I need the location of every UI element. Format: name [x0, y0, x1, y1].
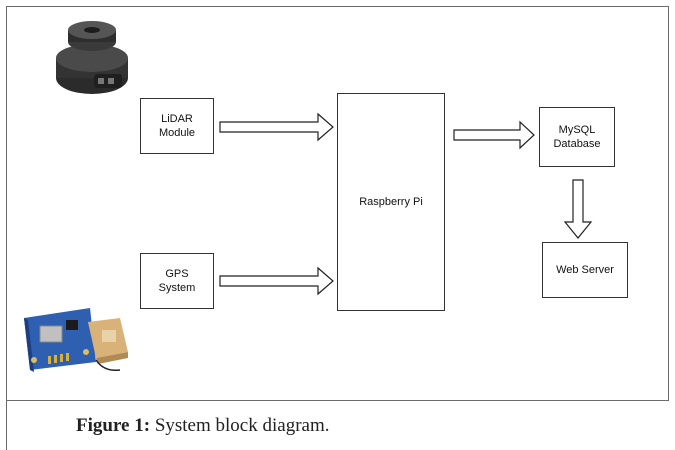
figure-caption-label: Figure 1: — [76, 415, 151, 436]
arrow-gps-to-pi — [219, 266, 334, 296]
raspberry-pi-block: Raspberry Pi — [337, 93, 445, 311]
arrow-pi-to-mysql — [453, 120, 535, 150]
lidar-module-block: LiDAR Module — [140, 98, 214, 154]
figure-frame-top — [6, 6, 668, 7]
arrow-mysql-to-web — [563, 179, 593, 239]
gps-system-block: GPS System — [140, 253, 214, 309]
figure-frame-bottom — [6, 400, 669, 401]
figure-caption: Figure 1: System block diagram. — [76, 415, 329, 437]
gps-module-photo — [24, 308, 128, 372]
web-server-block: Web Server — [542, 242, 628, 298]
figure-frame-right — [668, 6, 669, 400]
lidar-sensor-photo — [56, 21, 128, 94]
mysql-database-block: MySQL Database — [539, 107, 615, 167]
figure-frame-left — [6, 6, 7, 450]
arrow-lidar-to-pi — [219, 112, 334, 142]
figure-caption-text: System block diagram. — [150, 415, 330, 436]
